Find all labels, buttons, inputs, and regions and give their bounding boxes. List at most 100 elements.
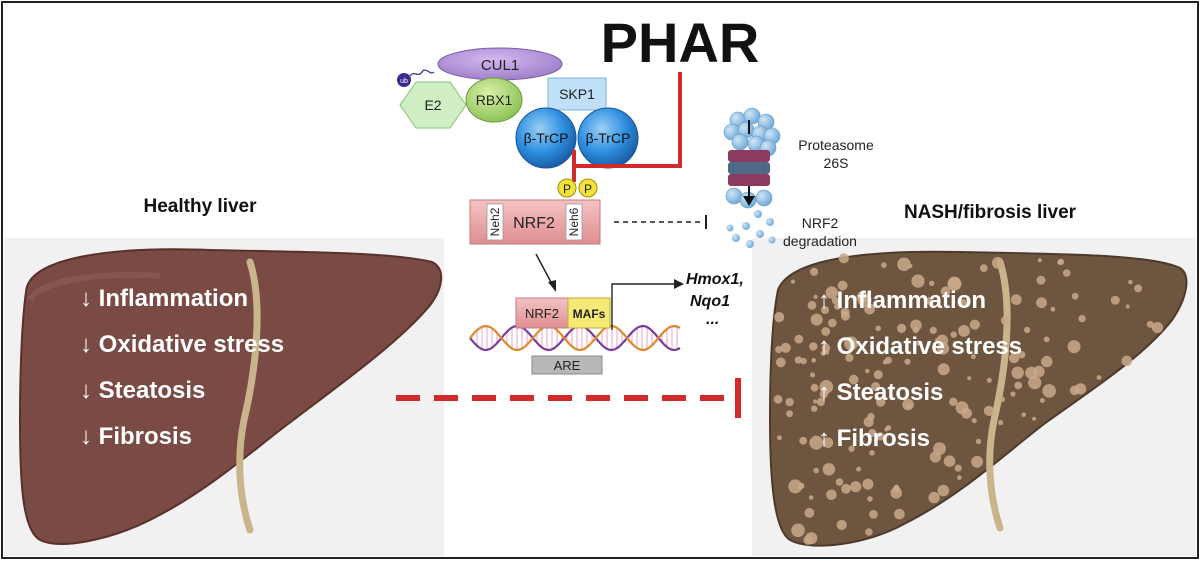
fat-droplet (998, 419, 1004, 426)
fat-droplet (1043, 336, 1050, 343)
fat-droplet (1071, 292, 1079, 300)
fat-droplets (773, 253, 1164, 545)
fat-droplet (911, 274, 925, 288)
proteasome-label: Proteasome (798, 137, 874, 153)
fat-droplet (1028, 376, 1042, 390)
fat-droplet (1151, 322, 1164, 334)
fat-droplet (865, 528, 873, 536)
fat-droplet (875, 325, 881, 332)
fat-droplet (936, 342, 950, 355)
fat-droplet (844, 336, 859, 351)
fat-droplet (894, 508, 905, 520)
fat-droplet (949, 397, 958, 406)
are-label: ARE (554, 358, 581, 373)
neh2-label: Neh2 (488, 207, 502, 236)
fat-droplet (935, 338, 939, 343)
e3-ligase-complex: CUL1 E2 RBX1 ub SKP1 β-TrCP β-TrCP (397, 47, 639, 169)
mafs-box (567, 297, 611, 329)
fat-droplet (780, 342, 791, 353)
fat-droplet (811, 405, 818, 412)
fat-droplet (957, 475, 962, 480)
phospho-2-label: P (584, 182, 592, 196)
nrf2-protein: P P Neh2 Neh6 NRF2 (469, 178, 601, 245)
fat-droplet (821, 343, 831, 353)
btrcp-left-label: β-TrCP (524, 130, 569, 146)
fat-droplet (822, 437, 834, 449)
fat-droplet (773, 395, 783, 404)
fat-droplet (971, 418, 977, 424)
fat-droplet (943, 455, 956, 468)
fat-droplet (876, 432, 885, 441)
fat-droplet (794, 356, 803, 364)
ubiquitin-icon (397, 73, 411, 87)
proteasome-subunit (731, 133, 749, 151)
phospho-2-icon (578, 178, 598, 198)
fat-droplet (836, 519, 847, 531)
fat-droplet (811, 357, 817, 363)
fat-droplet (1110, 295, 1120, 305)
rbx1-shape (465, 77, 523, 123)
target-gene-2: Nqo1 (690, 293, 730, 310)
fat-droplet (822, 463, 836, 476)
fat-droplet (857, 293, 872, 308)
fat-droplet (821, 306, 829, 314)
fat-droplet (1021, 412, 1026, 418)
target-gene-3: ... (706, 311, 719, 328)
healthy-condition-steatosis: ↓ Steatosis (80, 377, 205, 404)
healthy-liver (18, 248, 443, 545)
fat-droplet (1010, 294, 1022, 305)
fat-droplet (837, 280, 848, 291)
fat-droplet (821, 327, 831, 336)
fat-droplet (790, 279, 796, 284)
phar-inhibition-line (572, 72, 682, 182)
fat-droplet (1050, 306, 1056, 312)
degradation-label-1: NRF2 (802, 215, 839, 231)
fat-droplet (810, 267, 819, 276)
fat-droplet (986, 377, 992, 383)
fat-droplet (786, 410, 793, 418)
fat-droplet (897, 257, 911, 272)
fat-droplet (804, 508, 815, 518)
fat-droplet (915, 340, 922, 346)
nash-liver (768, 250, 1188, 547)
dna-nrf2-label: NRF2 (525, 306, 559, 321)
fat-droplet (1000, 315, 1011, 326)
are-box (531, 355, 603, 375)
fat-droplet (835, 478, 844, 486)
fat-droplet (813, 294, 818, 299)
fat-droplet (1134, 284, 1143, 293)
cul1-label: CUL1 (481, 57, 519, 74)
fat-droplet (1036, 275, 1046, 285)
fat-droplet (869, 450, 875, 456)
fat-droplet (816, 397, 825, 407)
fat-droplet (1125, 304, 1130, 309)
fat-droplet (881, 262, 887, 268)
fat-droplet (979, 264, 988, 273)
fat-droplet (1011, 366, 1024, 379)
fat-droplet (999, 396, 1006, 403)
nash-liver-label: NASH/fibrosis liver (904, 202, 1077, 223)
fat-droplet (1037, 258, 1042, 263)
fat-droplet (862, 478, 874, 490)
fat-droplet (933, 442, 946, 456)
liver-inhibition-line (396, 378, 741, 418)
e2-shape (399, 81, 467, 129)
healthy-condition-fibrosis: ↓ Fibrosis (80, 423, 192, 450)
fat-droplet (807, 300, 817, 310)
fat-droplet (809, 342, 818, 351)
fat-droplet (961, 407, 972, 419)
neh2-domain (486, 203, 504, 241)
fat-droplet (863, 416, 874, 428)
fat-droplet (969, 319, 980, 330)
fat-droplet (983, 405, 995, 416)
fat-droplet (1014, 381, 1023, 390)
fat-droplet (848, 445, 855, 452)
fat-droplet (958, 299, 968, 308)
fat-droplet (805, 532, 818, 545)
fat-droplet (797, 482, 805, 490)
nash-condition-inflammation: ↑ Inflammation (818, 287, 986, 314)
fat-droplet (810, 313, 823, 326)
skp1-label: SKP1 (559, 86, 595, 102)
e2-label: E2 (424, 97, 441, 113)
